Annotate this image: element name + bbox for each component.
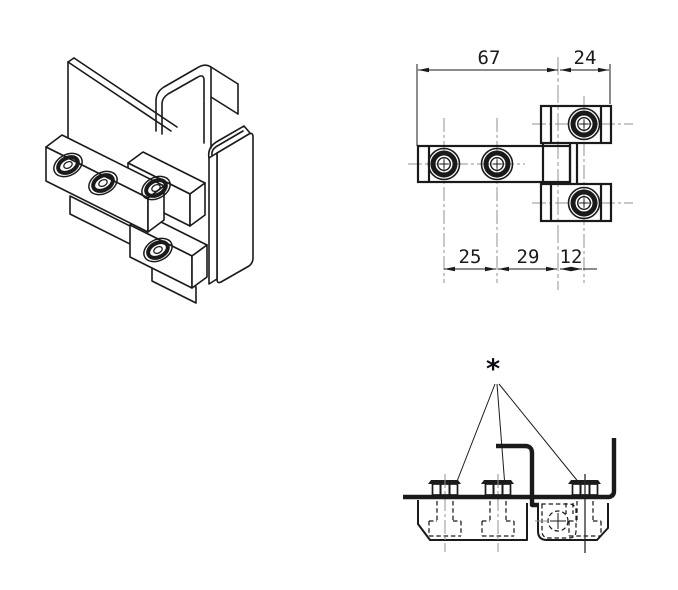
dimension-top: 67 24 [416,47,611,146]
iso-screws [53,152,173,263]
dim-value-25: 25 [459,246,482,268]
screw-icon [427,147,461,181]
iso-middle-channel [155,64,239,149]
screw-icon [480,147,514,181]
fasteners-section [428,474,602,553]
isometric-view [45,57,254,304]
callout: * [453,354,581,490]
asterisk-callout: * [486,354,500,385]
iso-right-panel [207,125,254,285]
dim-value-12: 12 [560,246,583,268]
right-leaf-blocks [539,104,613,223]
screw-icon [143,237,173,263]
hinge-pin-section [535,503,574,532]
screw-icon [141,175,171,201]
iso-back-panel [67,57,178,150]
screw-icon [567,107,601,141]
front-view: 67 24 25 29 12 [408,47,633,290]
hinge-body-section [417,500,609,541]
dim-value-29: 29 [517,246,540,268]
dimension-bottom: 25 29 12 [444,246,597,272]
sheet-panels-section [403,438,617,508]
dim-value-24: 24 [574,47,597,69]
fastener [568,474,602,553]
section-view: * [403,354,617,553]
screw-icon [53,152,83,178]
screw-icon [567,186,601,220]
dim-value-67: 67 [478,47,501,69]
front-screws [427,107,601,220]
screw-icon [88,170,118,196]
